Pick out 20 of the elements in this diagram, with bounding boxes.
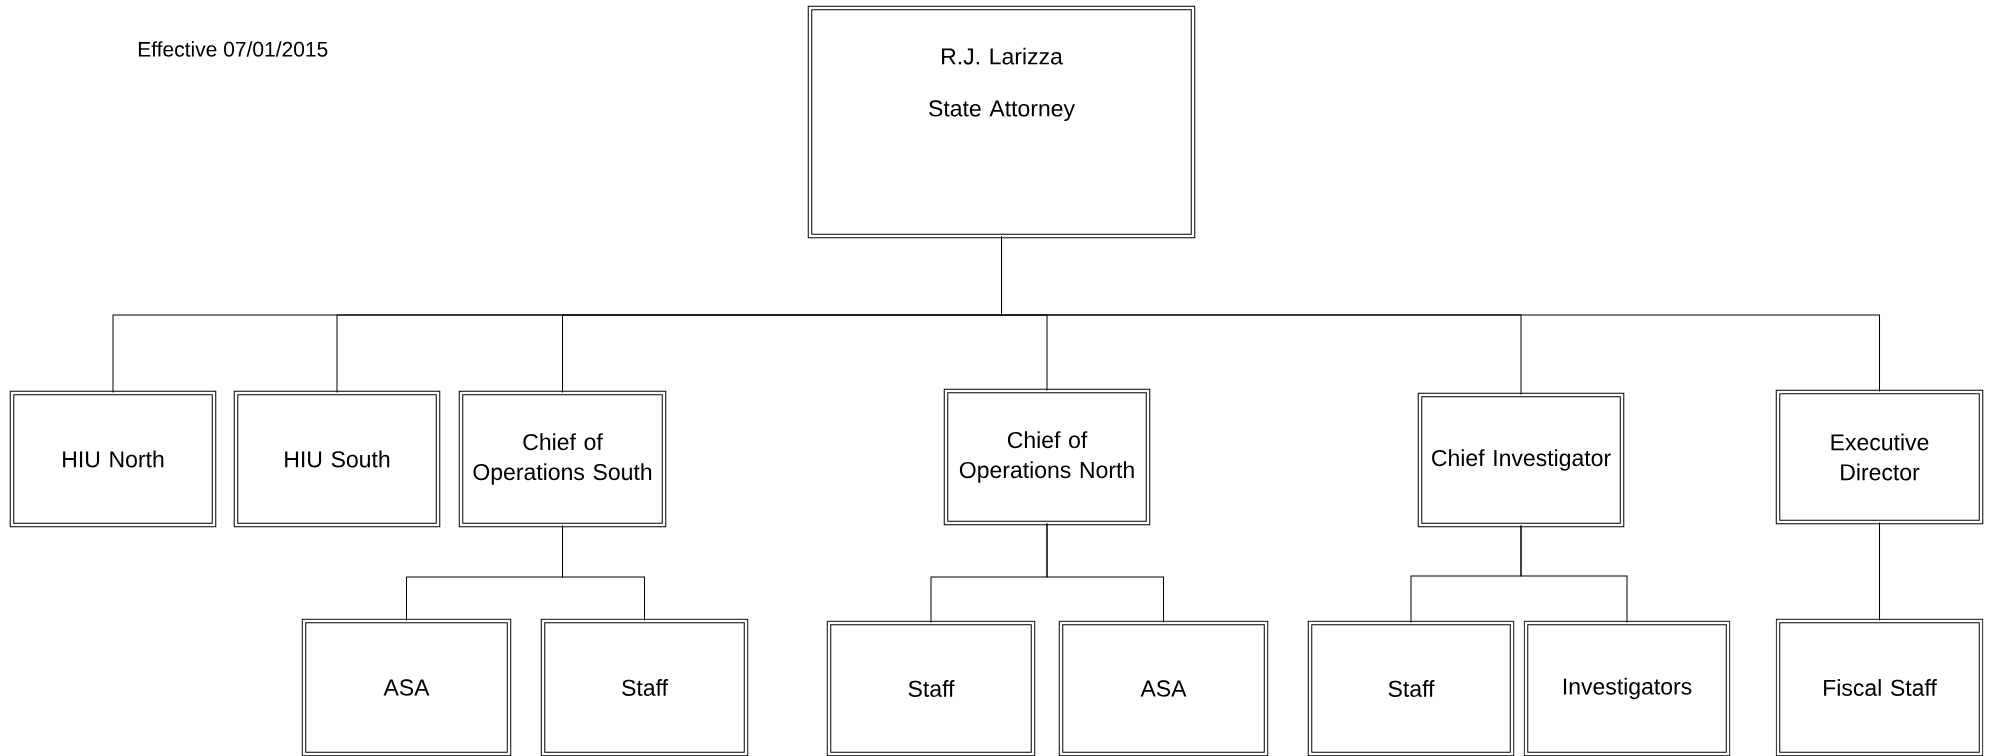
org-box: ASA [301,618,512,756]
date-note: Effective 07/01/2015 [138,41,328,57]
connector-line [1046,523,1164,623]
org-box: Staff [540,618,749,756]
org-box: Staff [1307,620,1515,756]
connector-line [1879,522,1880,621]
org-box: Fiscal Staff [1775,618,1984,756]
connector-line [1520,525,1628,623]
org-box: HIU North [9,390,217,528]
org-box: HIU South [233,390,441,528]
org-box: Chief of Operations North [943,388,1151,526]
org-box: ASA [1058,620,1269,756]
org-box: Executive Director [1775,389,1984,525]
org-box: Chief Investigator [1417,392,1625,528]
connector-line [562,525,645,621]
org-box: Staff [826,620,1036,756]
org-box: Investigators [1523,620,1731,756]
org-box: R.J. Larizza State Attorney [807,5,1196,239]
org-box: Chief of Operations South [458,390,667,528]
connector-line [1001,236,1880,392]
